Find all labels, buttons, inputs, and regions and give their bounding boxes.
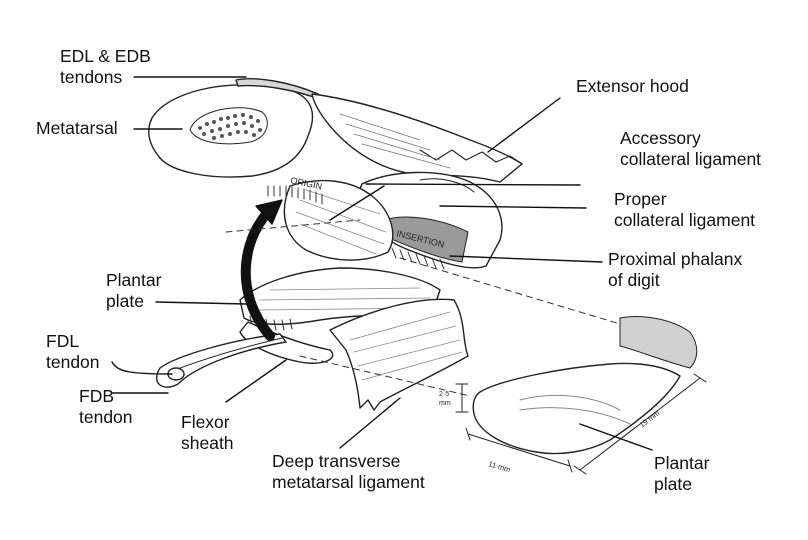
label-edl-edb-tendons: EDL & EDB tendons: [60, 46, 151, 87]
flexor-tendons-shape: [155, 333, 287, 388]
label-fdl-tendon: FDL tendon: [46, 331, 100, 372]
origin-hatch: [267, 185, 323, 205]
dim-thickness-text: 2·5 mm: [439, 391, 451, 407]
label-metatarsal: Metatarsal: [36, 118, 118, 138]
label-plantar-plate-left: Plantar plate: [106, 270, 162, 311]
isolated-plantar-plate-shape: [472, 362, 681, 455]
label-flexor-sheath: Flexor sheath: [181, 412, 234, 453]
deep-transverse-ligament-shape: [329, 298, 469, 411]
dimension-lines: [455, 373, 707, 475]
insertion-shade: [379, 216, 469, 263]
label-fdb-tendon: FDB tendon: [79, 386, 133, 427]
collateral-ligament-shape: [283, 179, 394, 261]
metatarsal-cancellous: [198, 113, 262, 140]
label-extensor-hood: Extensor hood: [576, 76, 689, 96]
insertion-hatch: [391, 247, 445, 270]
label-plantar-plate-right: Plantar plate: [654, 453, 710, 494]
dim-width-text: 11 mm: [487, 459, 511, 474]
label-accessory-collateral-ligament: Accessory collateral ligament: [620, 128, 762, 169]
label-deep-transverse-ligament: Deep transverse metatarsal ligament: [272, 451, 425, 492]
leader-lines: [111, 76, 653, 451]
rotation-arrow: [240, 207, 275, 341]
dim-thickness-unit: mm: [439, 400, 451, 407]
dim-thickness-value: 2·5: [439, 391, 449, 398]
label-proper-collateral-ligament: Proper collateral ligament: [614, 189, 756, 230]
distal-toe-shape: [619, 316, 698, 369]
label-proximal-phalanx: Proximal phalanx of digit: [608, 249, 743, 290]
extensor-hood-shape: [311, 93, 523, 183]
